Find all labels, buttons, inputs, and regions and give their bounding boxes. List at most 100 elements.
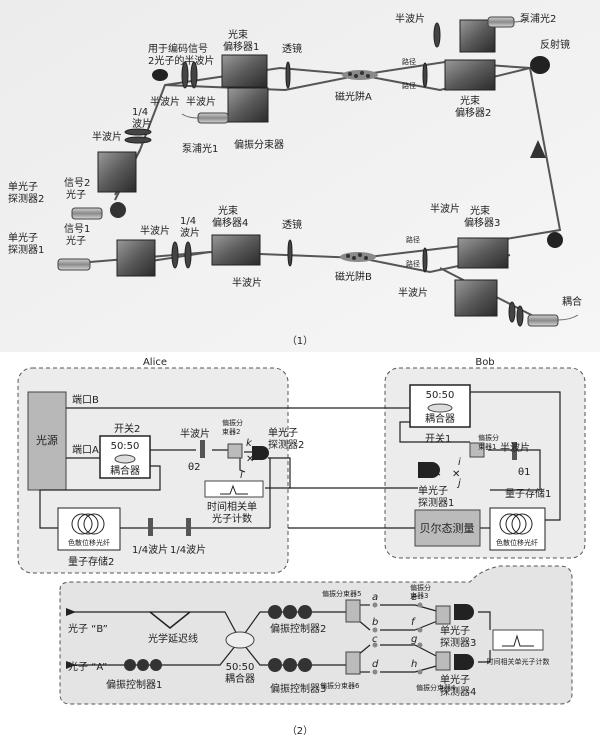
label-mirror: 反射镜 [540,38,570,51]
delay-line-label: 光学延迟线 [148,632,198,645]
magneto-trap-b [340,252,376,262]
l-label: l [240,470,243,481]
spd4-detector [454,654,474,670]
alice-tcspc-label-2: 光子计数 [212,512,252,525]
optical-delay-line [149,611,191,629]
label-encode-half-wave-1: 用于编码信号 [148,42,208,55]
fiber-spd4-tcspc [478,650,491,663]
theta2-label: θ2 [188,462,200,473]
label-signal2-1: 信号2 [64,177,90,189]
label-signal2-2: 光子 [66,188,86,201]
beam-displacer-1 [221,54,268,88]
alice-coupler-ellipse [114,454,136,464]
alice-title: Alice [143,357,167,368]
port-label-h: h [411,659,417,670]
port-label-a: a [372,592,378,603]
label-half-wave-b2: 半波片 [398,286,428,299]
port-label-c: c [372,634,378,645]
port-dot-a [372,602,378,608]
spd4-label-2: 探测器4 [440,685,476,698]
quarter-label-2: 1/4波片 [170,543,206,556]
light-source [27,391,67,491]
beam-top-right [359,67,531,92]
pbs6-label: 偏振分束器6 [320,681,360,690]
memory2-label: 量子存储2 [68,555,114,568]
fig1-panel: 半波片 泵浦光2 反射镜 用于编码信号 2光子的半波片 光束 偏移器1 透镜 路… [0,0,600,352]
bob-title: Bob [475,357,494,368]
label-quarter-wave-mid-1: 1/4 [180,216,196,227]
photon-a-label: 光子 “A” [68,660,107,673]
beam-displacer-3 [457,237,509,269]
pol-controller-3 [268,658,312,672]
waveplate-coupling-2 [516,305,524,327]
label-quarter-wave-top-2: 波片 [132,117,152,130]
port-label-e: e [411,592,417,603]
label-path1: 路径 [402,57,416,66]
label-beam-displacer4-2: 偏移器4 [212,216,248,229]
waveplate-pump2 [433,22,441,48]
fiber-to-memory2 [39,465,161,529]
bob-coupler-ellipse [427,403,453,413]
alice-halfwave-label: 半波片 [180,427,210,440]
waveplate-bottom-right [422,247,428,273]
fiber-bob-to-pbs [399,421,470,443]
quarter-plate-2 [186,518,191,536]
fiber-coupling [527,314,579,327]
waveplate-top-right [422,62,428,88]
label-lens-top: 透镜 [282,42,302,55]
alice-tcspc-peak [220,484,248,495]
label-quarter-wave-top-1: 1/4 [132,107,148,118]
bottom-tcspc-label: 时间相关单光子计数 [487,657,550,666]
spd3-label-1: 单光子 [440,624,470,637]
memory2-fiber-label: 色散位移光纤 [68,538,110,547]
memory2-coil [71,513,105,535]
fig2-panel: Alice Bob 光源 端口B 端口A 50:50 耦合器 开关2 [17,357,586,737]
bell-measurement-box [414,509,481,547]
spd2-label-2: 探测器2 [268,438,304,451]
pbs1 [469,442,485,458]
port-dot-e [417,602,423,608]
pbs5-label: 偏振分束器5 [322,589,361,598]
label-half-wave-top-right: 半波片 [395,12,425,25]
quarter-label-1: 1/4波片 [132,543,168,556]
bob-coupler-ratio: 50:50 [426,390,455,401]
switch2-label: 开关2 [114,422,140,435]
label-spd2-1: 单光子 [8,180,38,193]
fiber-bob-right [468,391,561,521]
pbs-bottom-right [454,279,498,317]
spd2-detector [252,446,269,460]
photon-a-arrow [66,661,76,669]
alice-halfwave-plate [200,440,205,458]
pbs1-label-1: 偏振分 [478,433,499,442]
fiber-spd2-tcspc [265,457,291,489]
switch1-label: 开关1 [425,432,451,445]
mirror-left [110,202,126,218]
waveplate-encode-1 [181,61,189,89]
label-path2: 路径 [402,81,416,90]
label-magneto-b: 磁光阱B [335,270,372,283]
alice-coupler-ratio: 50:50 [111,441,140,452]
pbs5 [345,599,361,623]
bob-coupler-label: 耦合器 [425,412,455,425]
label-lens-mid: 透镜 [282,218,302,231]
pol-controller-2-label: 偏振控制器2 [270,622,326,635]
alice-coupler-label: 耦合器 [110,464,140,477]
pol-controller-3-label: 偏振控制器3 [270,682,326,695]
photon-b-label: 光子 “B” [68,622,108,635]
label-path3: 路径 [406,235,420,244]
pbs4-label: 偏振分束器4 [416,683,456,692]
pbs6 [345,651,361,675]
port-dot-g [417,642,423,648]
spd4-label-1: 单光子 [440,673,470,686]
bottom-tcspc-peak [502,634,534,647]
bob-halfwave-plate [512,442,517,460]
port-dot-d [372,669,378,675]
label-pbs: 偏振分束器 [234,138,284,151]
label-half-wave-a: 半波片 [150,95,180,108]
label-beam-displacer3-1: 光束 [470,204,490,217]
port-label-b: b [372,617,378,628]
pbs2 [227,443,243,459]
fig2-caption: （2） [287,725,313,737]
fiber-spd1 [57,258,91,271]
